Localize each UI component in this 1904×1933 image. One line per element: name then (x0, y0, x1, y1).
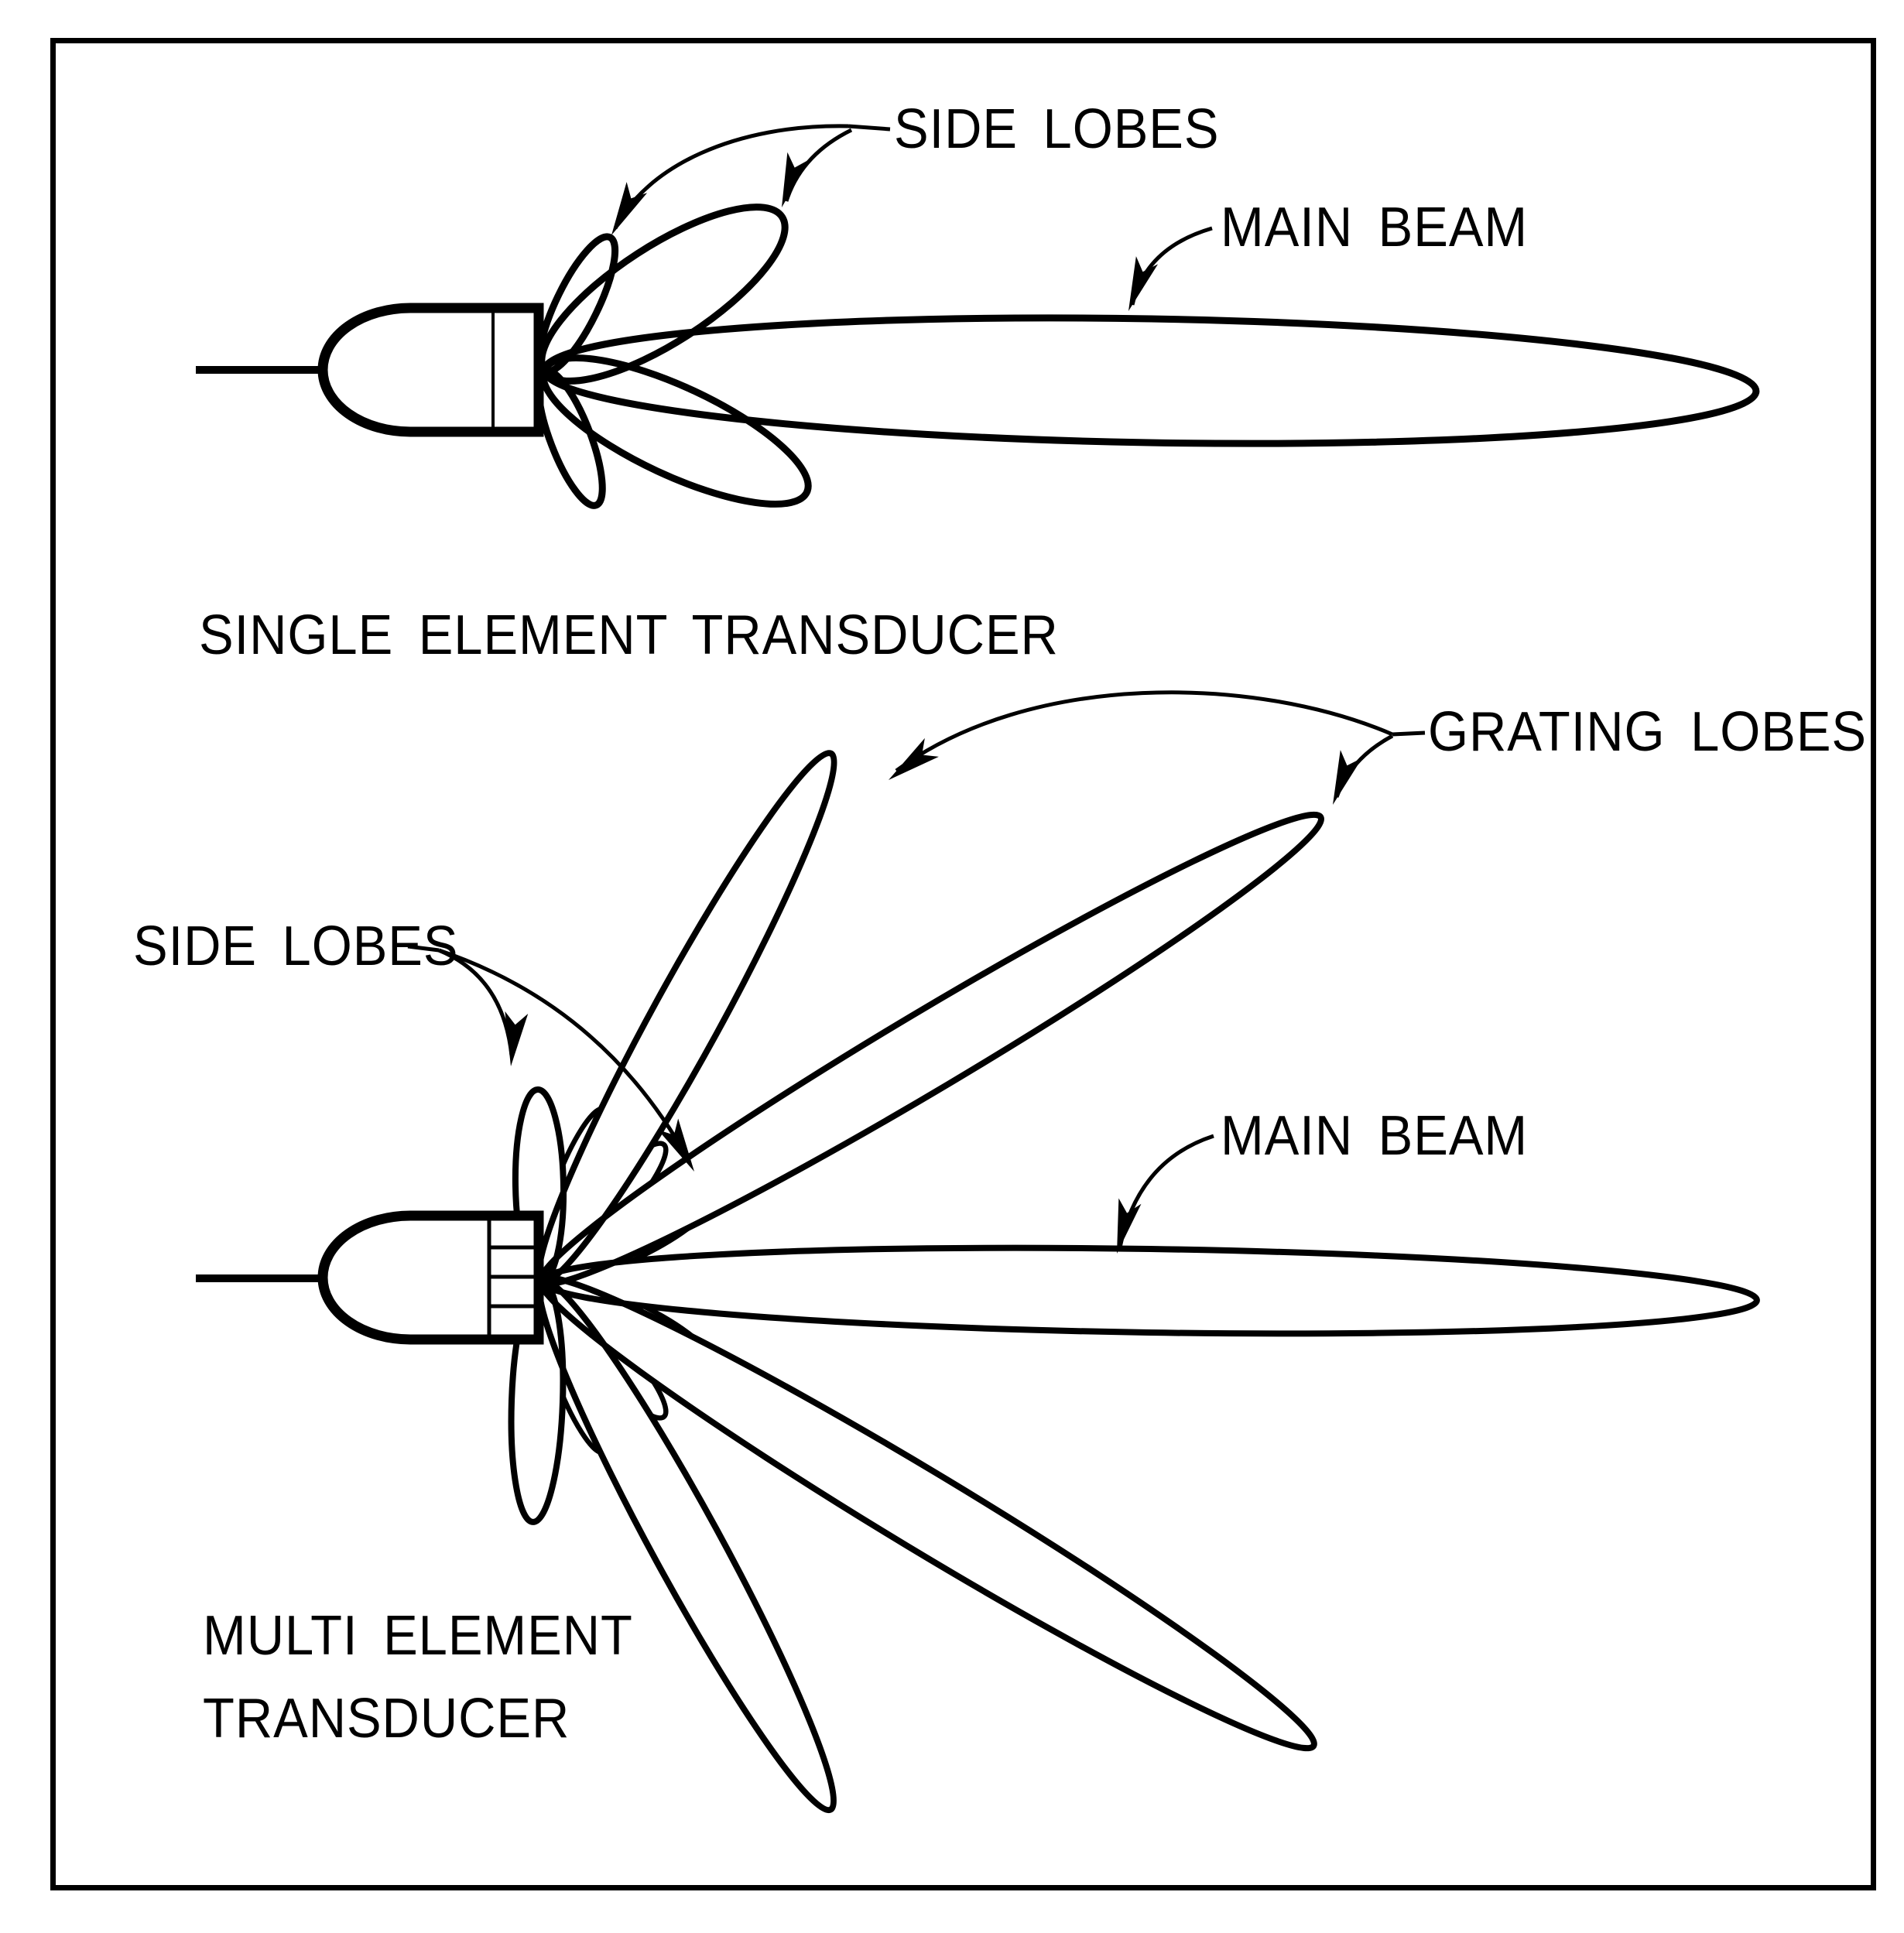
svg-text:TRANSDUCER: TRANSDUCER (203, 1687, 570, 1750)
svg-text:GRATING LOBES: GRATING LOBES (1428, 700, 1867, 763)
arrowhead-multi-side-lobe-hidden (657, 1118, 694, 1172)
svg-text:SIDE LOBES: SIDE LOBES (133, 915, 458, 977)
multi-element-diagram: GRATING LOBES SIDE LOBES MAIN BEAM MULTI… (133, 690, 1867, 1814)
svg-text:MAIN BEAM: MAIN BEAM (1221, 1104, 1528, 1167)
svg-text:MULTI ELEMENT: MULTI ELEMENT (203, 1604, 633, 1667)
arrowhead-single-main-beam (1128, 256, 1159, 311)
multi-main-beam-fill (542, 1247, 1757, 1334)
single-element-diagram: SIDE LOBES MAIN BEAM SINGLE ELEMENT TRAN… (196, 98, 1760, 666)
single-lobes (535, 204, 1760, 509)
single-side-lobes-leader-right (784, 128, 853, 202)
arrowhead-single-side-lobe-small (611, 182, 648, 235)
multi-grating-lobe-down-steep-fill (539, 1280, 834, 1811)
arrowhead-single-side-lobe-large (782, 152, 810, 207)
arrowhead-multi-grating-lobe-long (1333, 750, 1363, 805)
single-side-lobes-leader-tick (848, 124, 891, 132)
single-main-beam-leader (1130, 226, 1213, 306)
multi-grating-lobes-label: GRATING LOBES (1428, 700, 1867, 763)
multi-element-caption-line1: MULTI ELEMENT (203, 1604, 633, 1667)
multi-grating-lobes-leader-left (895, 690, 1393, 773)
single-side-lobe-down-large (539, 354, 812, 508)
arrowhead-multi-main-beam (1117, 1198, 1142, 1254)
multi-grating-lobe-down-long-fill (540, 1277, 1314, 1749)
multi-transducer-body (317, 1210, 544, 1345)
multi-main-beam-leader (1118, 1134, 1214, 1248)
multi-lobes-fill (511, 753, 1757, 1811)
single-main-beam (540, 314, 1760, 447)
single-main-beam-label: MAIN BEAM (1221, 196, 1528, 258)
svg-text:SIDE LOBES: SIDE LOBES (894, 98, 1219, 160)
multi-side-lobes-leader-tick (407, 944, 440, 953)
multi-element-caption-line2: TRANSDUCER (203, 1687, 570, 1750)
arrowhead-multi-grating-lobe-steep (889, 737, 939, 780)
svg-text:MAIN BEAM: MAIN BEAM (1221, 196, 1528, 258)
single-transducer-body (317, 303, 544, 437)
multi-main-beam-label: MAIN BEAM (1221, 1104, 1528, 1167)
arrowhead-multi-side-lobe-up (505, 1011, 529, 1066)
multi-grating-lobe-up-long-fill (540, 814, 1322, 1285)
svg-text:SINGLE ELEMENT TRANSDUCER: SINGLE ELEMENT TRANSDUCER (199, 604, 1059, 666)
multi-grating-lobe-up-steep-fill (539, 753, 834, 1282)
multi-side-lobes-label: SIDE LOBES (133, 915, 458, 977)
single-element-caption: SINGLE ELEMENT TRANSDUCER (199, 604, 1059, 666)
single-side-lobes-label: SIDE LOBES (894, 98, 1219, 160)
multi-side-lobes-leader-right (438, 948, 691, 1162)
figure-border (50, 38, 1876, 1890)
multi-grating-lobes-leader-tick (1392, 730, 1426, 737)
